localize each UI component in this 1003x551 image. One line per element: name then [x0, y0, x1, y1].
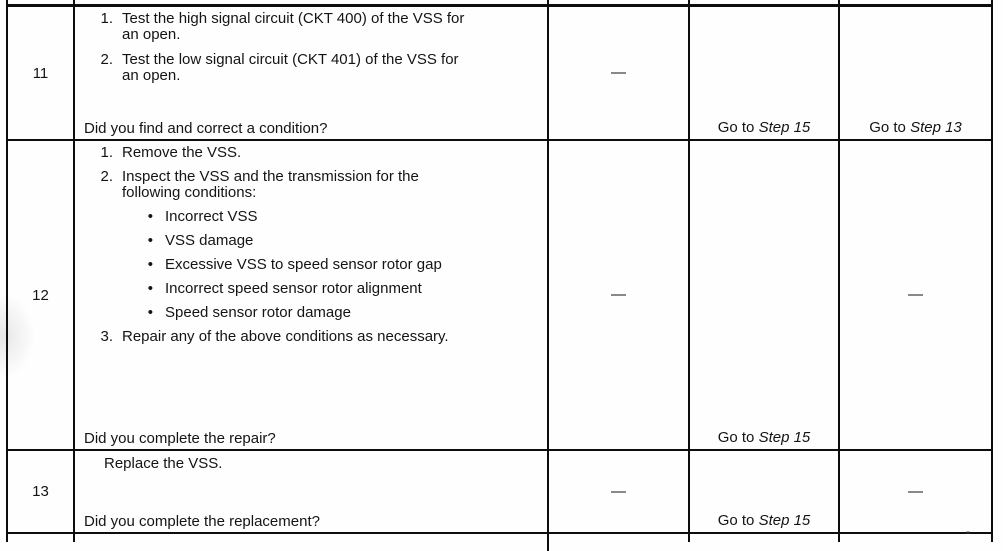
dash-value: —	[908, 482, 923, 500]
step-number: 12	[32, 286, 49, 304]
list-item-text: Repair any of the above conditions as ne…	[122, 328, 449, 345]
bullet-list-item: • Incorrect VSS	[95, 209, 537, 225]
list-item: 2. Test the low signal circuit (CKT 401)…	[95, 52, 537, 84]
table-row-step-12: 12 1. Remove the VSS. 2. Inspect the VSS…	[6, 141, 993, 451]
diagnostic-table: 11 1. Test the high signal circuit (CKT …	[6, 0, 993, 551]
value-cell: —	[549, 141, 690, 449]
list-number: 2.	[100, 168, 113, 185]
value-cell: —	[549, 451, 690, 532]
goto-step-text: Go to Step 13	[869, 119, 962, 136]
question-text: Did you find and correct a condition?	[84, 120, 328, 137]
bullet-icon: •	[147, 232, 153, 249]
step-reference: Step 15	[758, 429, 811, 446]
question-text: Did you complete the replacement?	[84, 513, 320, 530]
dash-value: —	[611, 64, 626, 81]
list-item-text: Excessive VSS to speed sensor rotor gap	[165, 256, 442, 273]
goto-step-text: Go to Step 15	[717, 429, 811, 446]
bullet-list-item: • Speed sensor rotor damage	[95, 305, 537, 321]
no-cell	[840, 0, 993, 4]
step-number-cell: 12	[6, 141, 75, 449]
action-cell: 1. Remove the VSS. 2. Inspect the VSS an…	[75, 141, 549, 449]
bullet-icon: •	[147, 256, 153, 273]
yes-cell: Go to Step 15	[690, 141, 840, 449]
table-row-partial-bottom	[6, 534, 993, 551]
step-cell	[6, 534, 75, 542]
action-cell: Replace the VSS. Did you complete the re…	[75, 451, 549, 532]
list-number: 1.	[100, 10, 113, 27]
bullet-icon: •	[147, 280, 153, 297]
list-item-text: Remove the VSS.	[122, 144, 242, 161]
dash-value: —	[908, 286, 923, 303]
list-number: 1.	[100, 144, 113, 161]
no-cell	[840, 534, 993, 542]
action-text: Replace the VSS.	[104, 455, 223, 472]
value-cell: —	[549, 7, 690, 139]
list-item: 3. Repair any of the above conditions as…	[95, 329, 537, 345]
list-item: 1. Remove the VSS.	[95, 145, 537, 161]
goto-step-text: Go to Step 15	[717, 119, 811, 136]
dash-value: —	[611, 482, 626, 500]
yes-cell	[690, 0, 840, 4]
list-item: 2. Inspect the VSS and the transmission …	[95, 169, 537, 201]
list-item-text: Test the high signal circuit (CKT 400) o…	[122, 10, 465, 43]
table-row-step-13: 13 Replace the VSS. Did you complete the…	[6, 451, 993, 534]
dash-value: —	[611, 286, 626, 303]
step-cell	[6, 0, 75, 4]
list-number: 2.	[100, 51, 113, 68]
step-number-cell: 13	[6, 451, 75, 532]
list-number: 3.	[100, 328, 113, 345]
scan-speck-artifact	[966, 531, 970, 534]
list-item-text: Incorrect speed sensor rotor alignment	[165, 280, 422, 297]
value-cell	[549, 534, 690, 542]
bullet-list-item: • Excessive VSS to speed sensor rotor ga…	[95, 257, 537, 273]
step-reference: Step 15	[758, 512, 811, 529]
yes-cell: Go to Step 15	[690, 7, 840, 139]
bullet-icon: •	[147, 208, 153, 225]
list-item-text: VSS damage	[165, 232, 254, 249]
yes-cell	[690, 534, 840, 542]
list-item-text: Speed sensor rotor damage	[165, 304, 351, 321]
step-number: 11	[32, 64, 49, 82]
table-row-step-11: 11 1. Test the high signal circuit (CKT …	[6, 7, 993, 141]
no-cell: Go to Step 13	[840, 7, 993, 139]
table-row-partial-top	[6, 0, 993, 28]
action-cell: 1. Test the high signal circuit (CKT 400…	[75, 7, 549, 139]
no-cell: —	[840, 451, 993, 532]
list-item: 1. Test the high signal circuit (CKT 400…	[95, 11, 537, 43]
value-cell	[549, 0, 690, 4]
action-cell	[75, 534, 549, 551]
step-number: 13	[32, 483, 49, 500]
goto-step-text: Go to Step 15	[717, 512, 811, 529]
list-item-text: Test the low signal circuit (CKT 401) of…	[122, 51, 459, 84]
step-number-cell: 11	[6, 7, 75, 139]
list-item-text: Incorrect VSS	[165, 208, 258, 225]
yes-cell: Go to Step 15	[690, 451, 840, 532]
bullet-list-item: • Incorrect speed sensor rotor alignment	[95, 281, 537, 297]
bullet-list-item: • VSS damage	[95, 233, 537, 249]
list-item-text: Inspect the VSS and the transmission for…	[122, 168, 419, 201]
no-cell: —	[840, 141, 993, 449]
step-reference: Step 13	[910, 119, 962, 136]
question-text: Did you complete the repair?	[84, 430, 276, 447]
bullet-icon: •	[147, 304, 153, 321]
step-reference: Step 15	[758, 119, 811, 136]
